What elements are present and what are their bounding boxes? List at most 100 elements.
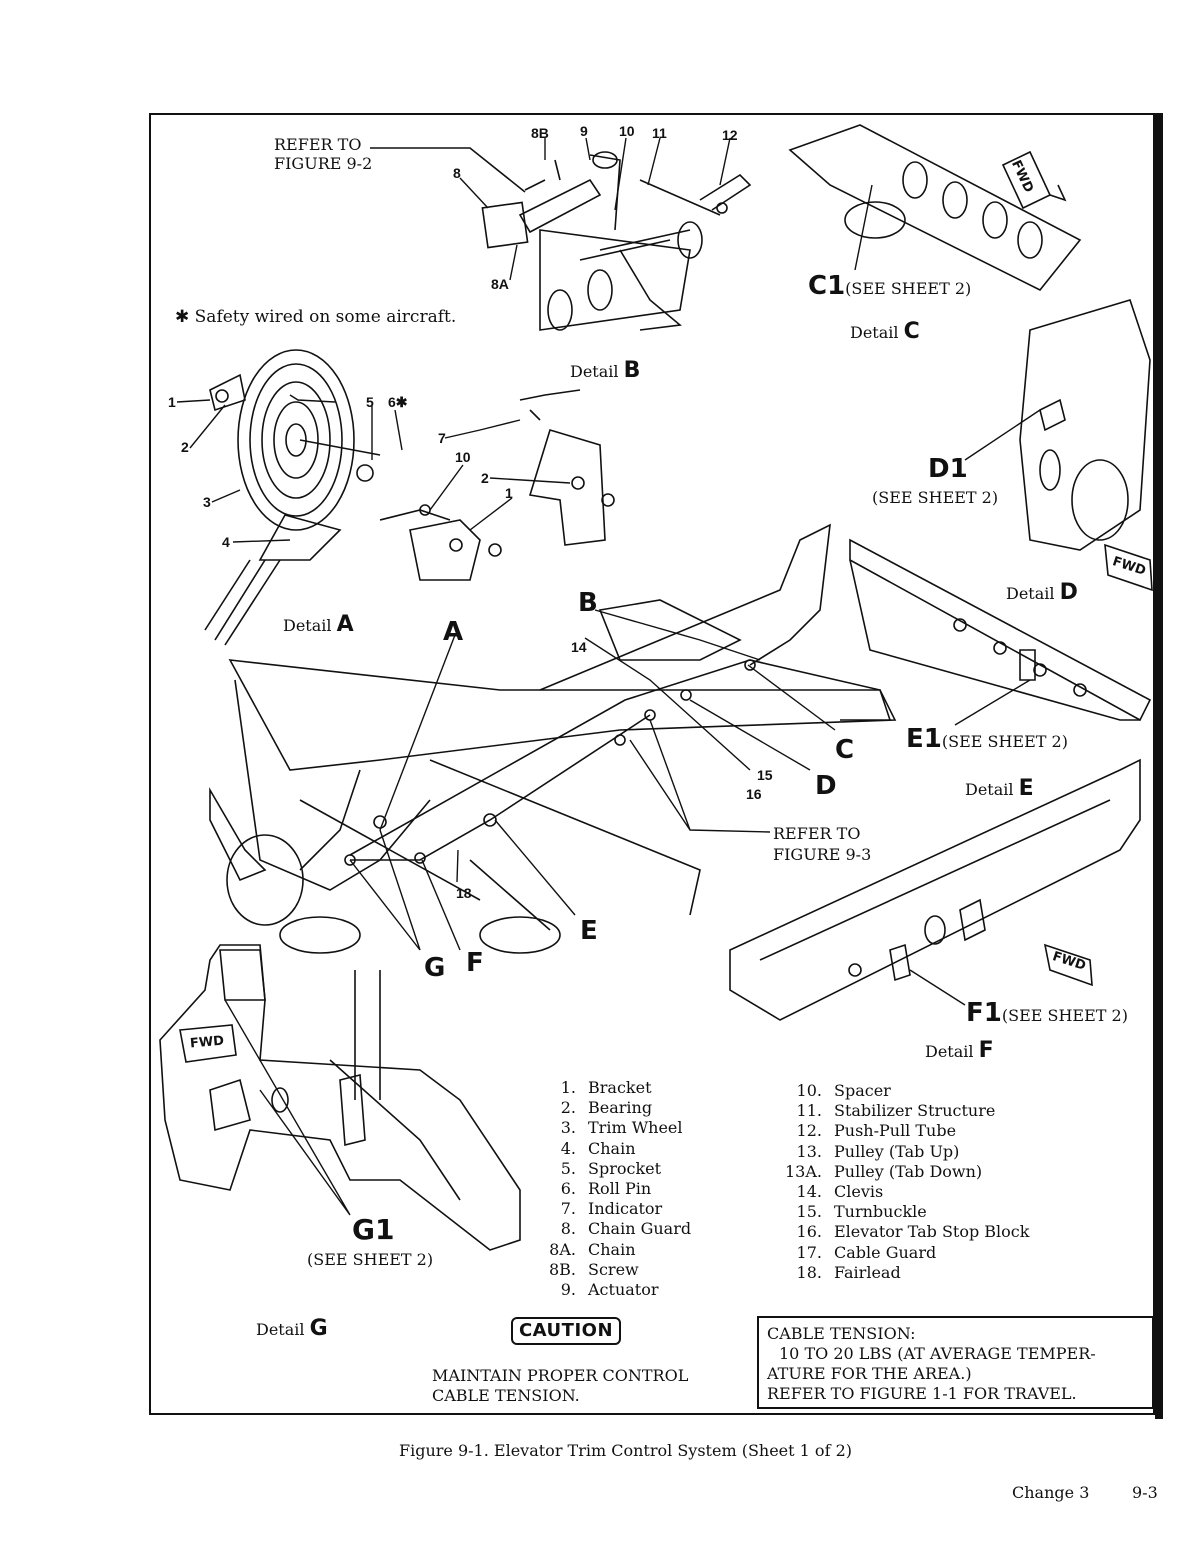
caution-text-line1: MAINTAIN PROPER CONTROL — [432, 1366, 689, 1385]
detail-a-trim-wheel-drawing — [204, 349, 615, 646]
leader-lines — [176, 137, 1041, 1216]
detail-d-drawing — [1019, 299, 1151, 551]
parts-list-item-number: 7. — [560, 1199, 576, 1219]
detail-e-drawing — [849, 538, 1152, 722]
detail-f-label: Detail F — [925, 1038, 994, 1063]
detail-b-actuator-drawing — [370, 147, 752, 331]
item-number-2: 2 — [181, 439, 189, 455]
figure-frame — [149, 113, 1155, 1415]
parts-list-item: 5. Sprocket — [530, 1159, 691, 1179]
parts-list-item-name: Push-Pull Tube — [834, 1121, 957, 1141]
detail-c-drawing — [788, 124, 1082, 292]
parts-list-item-number: 13. — [796, 1141, 822, 1161]
refer-to-figure-9-3-line2: FIGURE 9-3 — [773, 845, 872, 864]
parts-list-item-name: Elevator Tab Stop Block — [834, 1222, 1030, 1242]
parts-list-item: 13A.Pulley (Tab Down) — [780, 1162, 1029, 1182]
safety-note: ✱ Safety wired on some aircraft. — [175, 307, 457, 327]
parts-list-item-number: 1. — [560, 1078, 576, 1097]
parts-list-item-name: Turnbuckle — [834, 1202, 927, 1222]
item-number-15: 15 — [757, 767, 773, 783]
item-number-2-detail-a: 2 — [481, 470, 489, 486]
parts-list-item: 12.Push-Pull Tube — [780, 1121, 1029, 1141]
item-number-3: 3 — [203, 494, 211, 510]
item-number-14: 14 — [571, 639, 587, 655]
figure-caption: Figure 9-1. Elevator Trim Control System… — [399, 1441, 852, 1460]
parts-list-item-name: Stabilizer Structure — [834, 1101, 996, 1121]
fwd-arrow-shapes — [179, 150, 1153, 1063]
parts-list-item-number: 14. — [796, 1182, 822, 1202]
item-number-11: 11 — [652, 125, 667, 141]
parts-list-item: 16.Elevator Tab Stop Block — [780, 1222, 1030, 1242]
parts-list-item-number: 11. — [796, 1101, 822, 1121]
item-number-10: 10 — [619, 123, 635, 139]
item-number-7: 7 — [438, 430, 446, 446]
item-number-5: 5 — [366, 394, 374, 410]
parts-list-item-number: 8A. — [549, 1239, 576, 1259]
f1-reference: F1(SEE SHEET 2) — [966, 998, 1128, 1028]
cable-tension-value: 10 TO 20 LBS (AT AVERAGE TEMPER- — [779, 1344, 1096, 1363]
g1-reference-letter: G1 — [352, 1213, 395, 1246]
callout-e: E — [580, 916, 598, 946]
detail-c-label: Detail C — [850, 319, 920, 344]
detail-g-label: Detail G — [256, 1316, 328, 1341]
asterisk-icon: ✱ — [395, 394, 408, 410]
parts-list-item-name: Roll Pin — [588, 1179, 652, 1199]
caution-text-line2: CABLE TENSION. — [432, 1386, 580, 1405]
parts-list-item-number: 5. — [560, 1158, 576, 1178]
parts-list-item-number: 15. — [796, 1202, 822, 1222]
footer-change: Change 3 — [1012, 1483, 1090, 1502]
parts-list-item: 1.Bracket — [530, 1078, 691, 1098]
item-number-9: 9 — [580, 123, 588, 139]
parts-list-item-name: Actuator — [588, 1280, 659, 1300]
callout-g: G — [424, 953, 446, 983]
item-number-8a: 8A — [491, 276, 509, 292]
parts-list-item-number: 8. — [560, 1219, 576, 1239]
item-number-1-detail-a: 1 — [505, 485, 513, 501]
callout-b: B — [578, 588, 598, 618]
item-number-18: 18 — [456, 885, 472, 901]
parts-list-item: 4.Chain — [530, 1139, 691, 1159]
d1-reference-letter: D1 — [928, 454, 968, 484]
callout-f: F — [466, 948, 484, 978]
parts-list-item-name: Chain — [588, 1239, 636, 1259]
item-number-8b: 8B — [531, 125, 549, 141]
item-number-10-detail-a: 10 — [455, 449, 471, 465]
parts-list-item-number: 3. — [560, 1118, 576, 1138]
parts-list-item-number: 9. — [560, 1280, 576, 1300]
item-number-16: 16 — [746, 786, 762, 802]
detail-a-label: Detail A — [283, 612, 354, 637]
parts-list-item: 10.Spacer — [780, 1081, 1029, 1101]
item-number-4: 4 — [222, 534, 230, 550]
parts-list-item-number: 18. — [796, 1262, 822, 1282]
parts-list-item-name: Pulley (Tab Up) — [834, 1141, 960, 1161]
parts-list-item: 17.Cable Guard — [780, 1243, 1029, 1263]
footer-page-number: 9-3 — [1132, 1483, 1158, 1502]
parts-list-item-name: Chain Guard — [588, 1219, 692, 1239]
item-number-12: 12 — [722, 127, 738, 143]
g1-reference-note: (SEE SHEET 2) — [307, 1250, 434, 1269]
fwd-arrow-icon: FWD — [189, 1033, 225, 1052]
parts-list-item-name: Sprocket — [588, 1158, 662, 1178]
parts-list-item-name: Fairlead — [834, 1262, 901, 1282]
item-number-6: 6✱ — [388, 394, 408, 410]
detail-f-drawing — [729, 758, 1141, 1021]
parts-list-item-number: 2. — [560, 1098, 576, 1118]
parts-list-item-name: Clevis — [834, 1182, 884, 1202]
parts-list-item: 2. Bearing — [530, 1098, 691, 1118]
parts-list-item: 18. Fairlead — [780, 1263, 1029, 1283]
aircraft-drawing — [209, 523, 897, 954]
parts-list-item: 8A. Chain — [530, 1240, 691, 1260]
parts-list-item-name: Pulley (Tab Down) — [834, 1161, 983, 1181]
cable-tension-travel-ref: REFER TO FIGURE 1-1 FOR TRAVEL. — [767, 1384, 1077, 1403]
parts-list-item-name: Bearing — [588, 1098, 653, 1118]
parts-list-item: 8. Chain Guard — [530, 1219, 691, 1239]
parts-list-item-number: 17. — [796, 1242, 822, 1262]
asterisk-icon: ✱ — [175, 307, 195, 327]
parts-list-item: 8B.Screw — [530, 1260, 691, 1280]
detail-d-label: Detail D — [1006, 580, 1078, 605]
detail-b-label: Detail B — [570, 358, 641, 383]
refer-to-figure-9-2-line1: REFER TO — [274, 135, 362, 154]
